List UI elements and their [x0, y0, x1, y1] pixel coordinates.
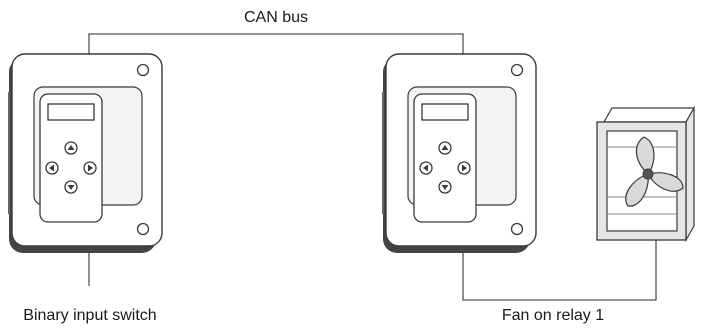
can-bus-label: CAN bus [244, 9, 308, 26]
controller-left [8, 53, 163, 254]
controller-right [382, 53, 537, 254]
relay-wire [462, 230, 657, 301]
can-bus-wire [88, 33, 464, 54]
fan-icon [596, 105, 696, 243]
left-device-label: Binary input switch [23, 307, 156, 324]
right-device-label: Fan on relay 1 [502, 307, 604, 324]
